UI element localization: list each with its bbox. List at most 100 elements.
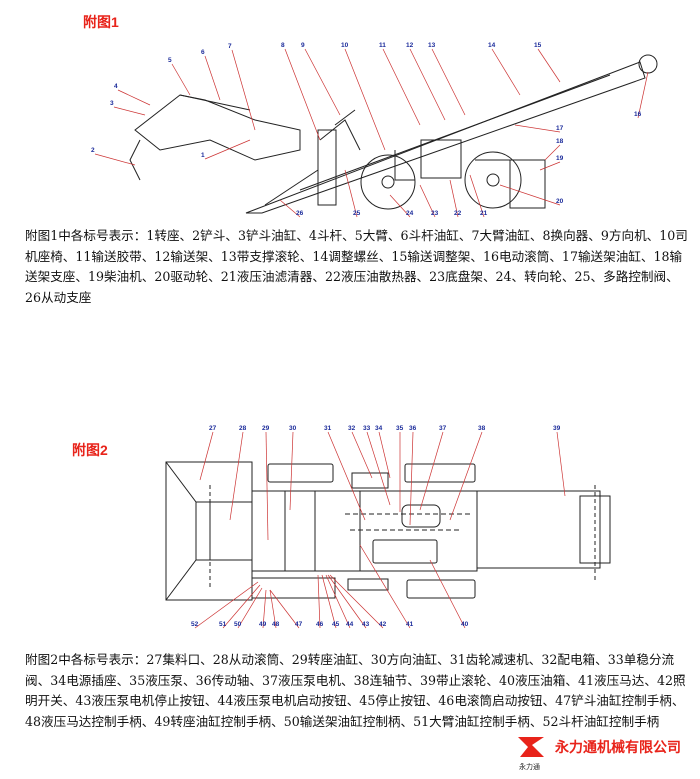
callout-label: 5 xyxy=(168,57,172,64)
callout-leader-line xyxy=(199,431,214,481)
callout-label: 36 xyxy=(409,425,417,432)
callout-label: 17 xyxy=(556,125,564,132)
callout-leader-line xyxy=(269,589,277,629)
callout-leader-line xyxy=(637,71,649,119)
callout-leader-line xyxy=(229,431,244,521)
steering-wheel xyxy=(360,154,416,210)
callout-label: 25 xyxy=(353,210,361,217)
hopper xyxy=(165,461,253,601)
callout-label: 46 xyxy=(316,621,324,628)
callout-label: 52 xyxy=(191,621,199,628)
callout-leader-line xyxy=(556,431,566,497)
callout-leader-line xyxy=(94,153,136,166)
callout-leader-line xyxy=(419,431,444,511)
callout-leader-line xyxy=(327,574,367,629)
callout-label: 6 xyxy=(201,49,205,56)
company-name: 永力通机械有限公司 xyxy=(555,740,681,756)
callout-leader-line xyxy=(317,574,321,629)
callout-leader-line xyxy=(237,587,263,629)
callout-label: 40 xyxy=(461,621,469,628)
callout-leader-line xyxy=(327,431,366,521)
callout-label: 29 xyxy=(262,425,270,432)
callout-leader-line xyxy=(289,431,294,511)
callout-label: 18 xyxy=(556,138,564,145)
logo-text: 永力通 xyxy=(519,763,540,771)
callout-label: 13 xyxy=(428,42,436,49)
callout-leader-line xyxy=(378,431,391,479)
callout-label: 37 xyxy=(439,425,447,432)
callout-leader-line xyxy=(194,581,259,629)
callout-leader-line xyxy=(449,179,459,218)
callout-label: 38 xyxy=(478,425,486,432)
callout-leader-line xyxy=(544,144,561,161)
callout-label: 39 xyxy=(553,425,561,432)
callout-leader-line xyxy=(265,431,269,541)
callout-leader-line xyxy=(514,124,561,133)
electric-drum xyxy=(638,54,658,74)
callout-leader-line xyxy=(279,199,301,218)
callout-leader-line xyxy=(389,194,411,218)
callout-label: 1 xyxy=(201,152,205,159)
callout-label: 22 xyxy=(454,210,462,217)
callout-label: 44 xyxy=(346,621,354,628)
tire xyxy=(404,463,476,483)
callout-label: 50 xyxy=(234,621,242,628)
drive-wheel xyxy=(464,151,522,209)
hydraulic-tank xyxy=(372,539,438,564)
callout-label: 26 xyxy=(296,210,304,217)
figure1-description: 附图1中各标号表示：1转座、2铲斗、3铲斗油缸、4斗杆、5大臂、6斗杆油缸、7大… xyxy=(25,228,688,305)
figure2-description: 附图2中各标号表示：27集料口、28从动滚筒、29转座油缸、30方向油缸、31齿… xyxy=(25,652,686,729)
callout-label: 19 xyxy=(556,155,564,162)
callout-leader-line xyxy=(537,48,561,83)
tire xyxy=(347,578,389,591)
callout-label: 45 xyxy=(332,621,340,628)
callout-leader-line xyxy=(449,431,483,521)
callout-leader-line xyxy=(117,89,151,106)
callout-label: 2 xyxy=(91,147,95,154)
callout-label: 31 xyxy=(324,425,332,432)
callout-label: 10 xyxy=(341,42,349,49)
callout-label: 24 xyxy=(406,210,414,217)
callout-leader-line xyxy=(284,48,321,141)
figure1-title: 附图1 xyxy=(83,14,119,30)
callout-leader-line xyxy=(409,48,446,121)
figure2-title: 附图2 xyxy=(72,442,108,458)
callout-label: 15 xyxy=(534,42,542,49)
callout-leader-line xyxy=(204,55,221,101)
callout-leader-line xyxy=(321,574,337,629)
callout-leader-line xyxy=(469,174,485,218)
callout-label: 48 xyxy=(272,621,280,628)
callout-label: 27 xyxy=(209,425,217,432)
callout-leader-line xyxy=(325,574,351,629)
callout-label: 23 xyxy=(431,210,439,217)
callout-label: 51 xyxy=(219,621,227,628)
callout-leader-line xyxy=(262,589,267,629)
callout-leader-line xyxy=(269,589,300,629)
callout-label: 21 xyxy=(480,210,488,217)
callout-label: 12 xyxy=(406,42,414,49)
callout-label: 32 xyxy=(348,425,356,432)
callout-label: 42 xyxy=(379,621,387,628)
callout-leader-line xyxy=(409,431,414,526)
conveyor-section xyxy=(476,490,601,569)
callout-label: 43 xyxy=(362,621,370,628)
callout-label: 16 xyxy=(634,111,642,118)
callout-leader-line xyxy=(539,161,561,171)
radiator xyxy=(420,139,462,179)
callout-leader-line xyxy=(499,184,561,206)
callout-leader-line xyxy=(419,184,436,218)
callout-leader-line xyxy=(351,431,373,479)
callout-leader-line xyxy=(429,559,466,629)
callout-label: 30 xyxy=(289,425,297,432)
callout-label: 47 xyxy=(295,621,303,628)
callout-leader-line xyxy=(344,48,386,151)
control-panel xyxy=(251,577,336,599)
callout-leader-line xyxy=(113,106,146,116)
callout-leader-line xyxy=(222,584,261,629)
callout-label: 3 xyxy=(110,100,114,107)
tire xyxy=(267,463,334,483)
callout-leader-line xyxy=(231,49,256,131)
